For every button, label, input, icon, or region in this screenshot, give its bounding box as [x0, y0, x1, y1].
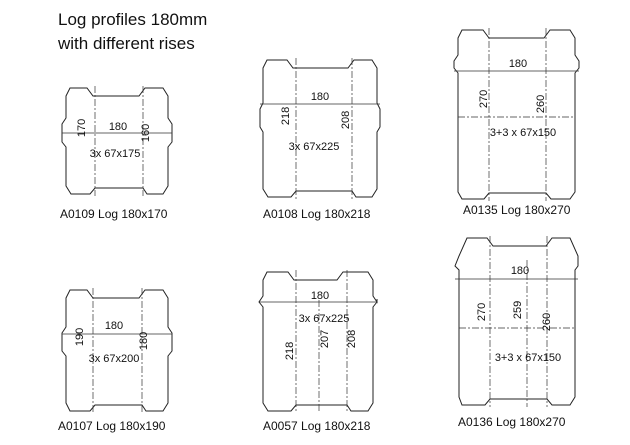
profile-a0136-right-height: 260 — [541, 313, 553, 331]
profile-a0136-left-height: 270 — [476, 303, 488, 321]
profile-a0057-right-height: 208 — [346, 330, 358, 348]
profile-a0108-right-height: 208 — [340, 111, 352, 129]
profile-a0135-width: 180 — [509, 58, 527, 70]
profile-a0108-width: 180 — [311, 91, 329, 103]
profile-a0057-left-height: 218 — [284, 342, 296, 360]
profile-a0109-left-height: 170 — [76, 119, 88, 137]
profile-a0108: 180 218 208 3x 67x225 — [259, 58, 381, 199]
profile-a0136-mid-height: 259 — [512, 301, 524, 319]
profile-a0135: 180 270 260 3+3 x 67x150 — [453, 28, 580, 201]
title-line-2: with different rises — [58, 34, 195, 53]
page-title: Log profiles 180mm with different rises — [58, 8, 207, 56]
profile-a0107-left-height: 190 — [74, 328, 86, 346]
profile-a0135-caption: A0135 Log 180x270 — [463, 203, 571, 217]
profile-a0107-outline — [61, 289, 173, 412]
profile-a0136-section: 3+3 x 67x150 — [495, 352, 561, 364]
profile-a0057-section: 3x 67x225 — [299, 313, 350, 325]
profile-a0135-outline — [453, 29, 580, 200]
profile-a0107-section: 3x 67x200 — [89, 353, 140, 365]
profile-a0109-width: 180 — [109, 121, 127, 133]
profile-a0108-outline — [259, 59, 381, 198]
title-line-1: Log profiles 180mm — [58, 10, 208, 29]
profile-a0109-caption: A0109 Log 180x170 — [60, 207, 168, 221]
profile-a0135-section: 3+3 x 67x150 — [490, 127, 556, 139]
profile-a0135-left-height: 270 — [478, 90, 490, 108]
profile-a0107-caption: A0107 Log 180x190 — [58, 419, 166, 433]
profile-a0107-width: 180 — [105, 320, 123, 332]
profile-a0109-outline — [61, 87, 173, 195]
profile-a0108-section: 3x 67x225 — [289, 141, 340, 153]
profile-a0057-caption: A0057 Log 180x218 — [263, 419, 371, 433]
profile-a0108-caption: A0108 Log 180x218 — [263, 207, 371, 221]
profile-a0057: 180 218 207 208 3x 67x225 — [258, 270, 378, 413]
profile-a0108-left-height: 218 — [280, 107, 292, 125]
profile-a0109-right-height: 160 — [140, 124, 152, 142]
profile-a0109-section: 3x 67x175 — [90, 148, 141, 160]
profile-a0136: 180 270 259 260 3+3 x 67x150 — [454, 236, 579, 407]
profile-a0057-outline — [258, 271, 378, 412]
profile-a0057-mid-height: 207 — [319, 330, 331, 348]
profile-a0136-caption: A0136 Log 180x270 — [458, 415, 566, 429]
profile-a0107-right-height: 180 — [138, 332, 150, 350]
profile-a0136-outline — [454, 237, 579, 406]
profile-a0107: 180 190 180 3x 67x200 — [61, 288, 173, 413]
profile-a0109: 180 170 160 3x 67x175 — [61, 86, 173, 196]
profile-a0057-width: 180 — [311, 290, 329, 302]
profile-a0136-width: 180 — [511, 265, 529, 277]
profile-a0135-right-height: 260 — [535, 95, 547, 113]
